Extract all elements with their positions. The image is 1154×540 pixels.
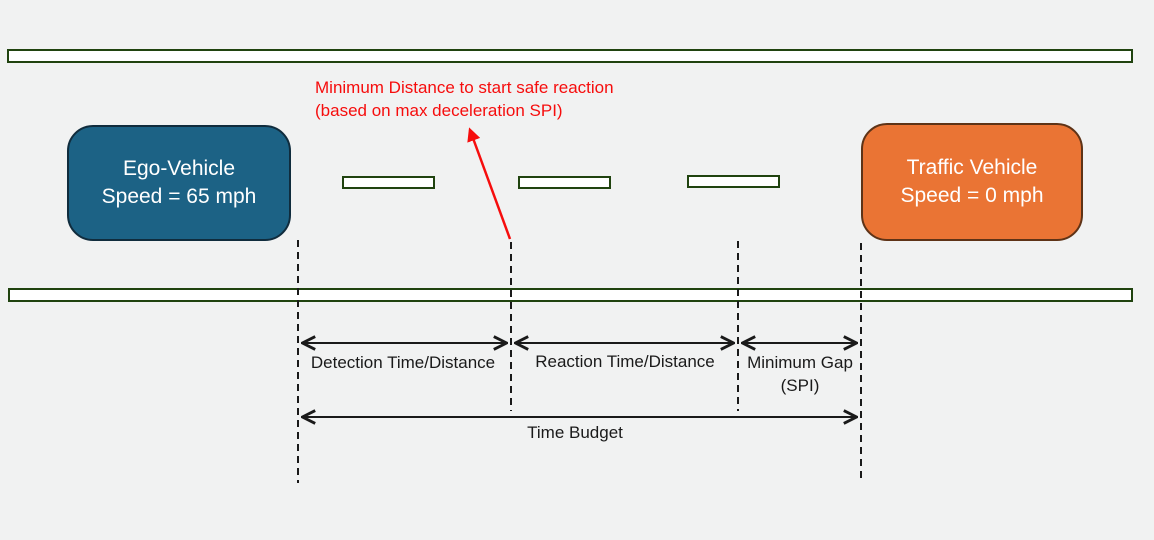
road-edge-top <box>7 49 1133 63</box>
min-distance-annotation-line1: Minimum Distance to start safe reaction <box>315 78 614 97</box>
min-gap-span-label: Minimum Gap <box>747 353 853 372</box>
min-distance-annotation: Minimum Distance to start safe reaction … <box>315 76 614 122</box>
road-edge-bottom <box>8 288 1133 302</box>
min-distance-annotation-line2: (based on max deceleration SPI) <box>315 101 563 120</box>
lane-marking-2 <box>518 176 611 189</box>
time-budget-label: Time Budget <box>527 423 623 442</box>
ego-vehicle-name: Ego-Vehicle <box>122 157 236 180</box>
traffic-vehicle-box: Traffic Vehicle Speed = 0 mph <box>861 123 1083 241</box>
reaction-span-label: Reaction Time/Distance <box>535 352 715 371</box>
detection-span-label: Detection Time/Distance <box>310 353 496 372</box>
lane-marking-3 <box>687 175 780 188</box>
min-gap-spi-label: (SPI) <box>780 376 820 395</box>
min-distance-pointer-arrow <box>467 127 512 240</box>
traffic-vehicle-speed: Speed = 0 mph <box>900 184 1044 207</box>
ego-vehicle-box: Ego-Vehicle Speed = 65 mph <box>67 125 291 241</box>
ego-vehicle-speed: Speed = 65 mph <box>101 185 257 208</box>
traffic-vehicle-name: Traffic Vehicle <box>906 156 1038 179</box>
lane-marking-1 <box>342 176 435 189</box>
